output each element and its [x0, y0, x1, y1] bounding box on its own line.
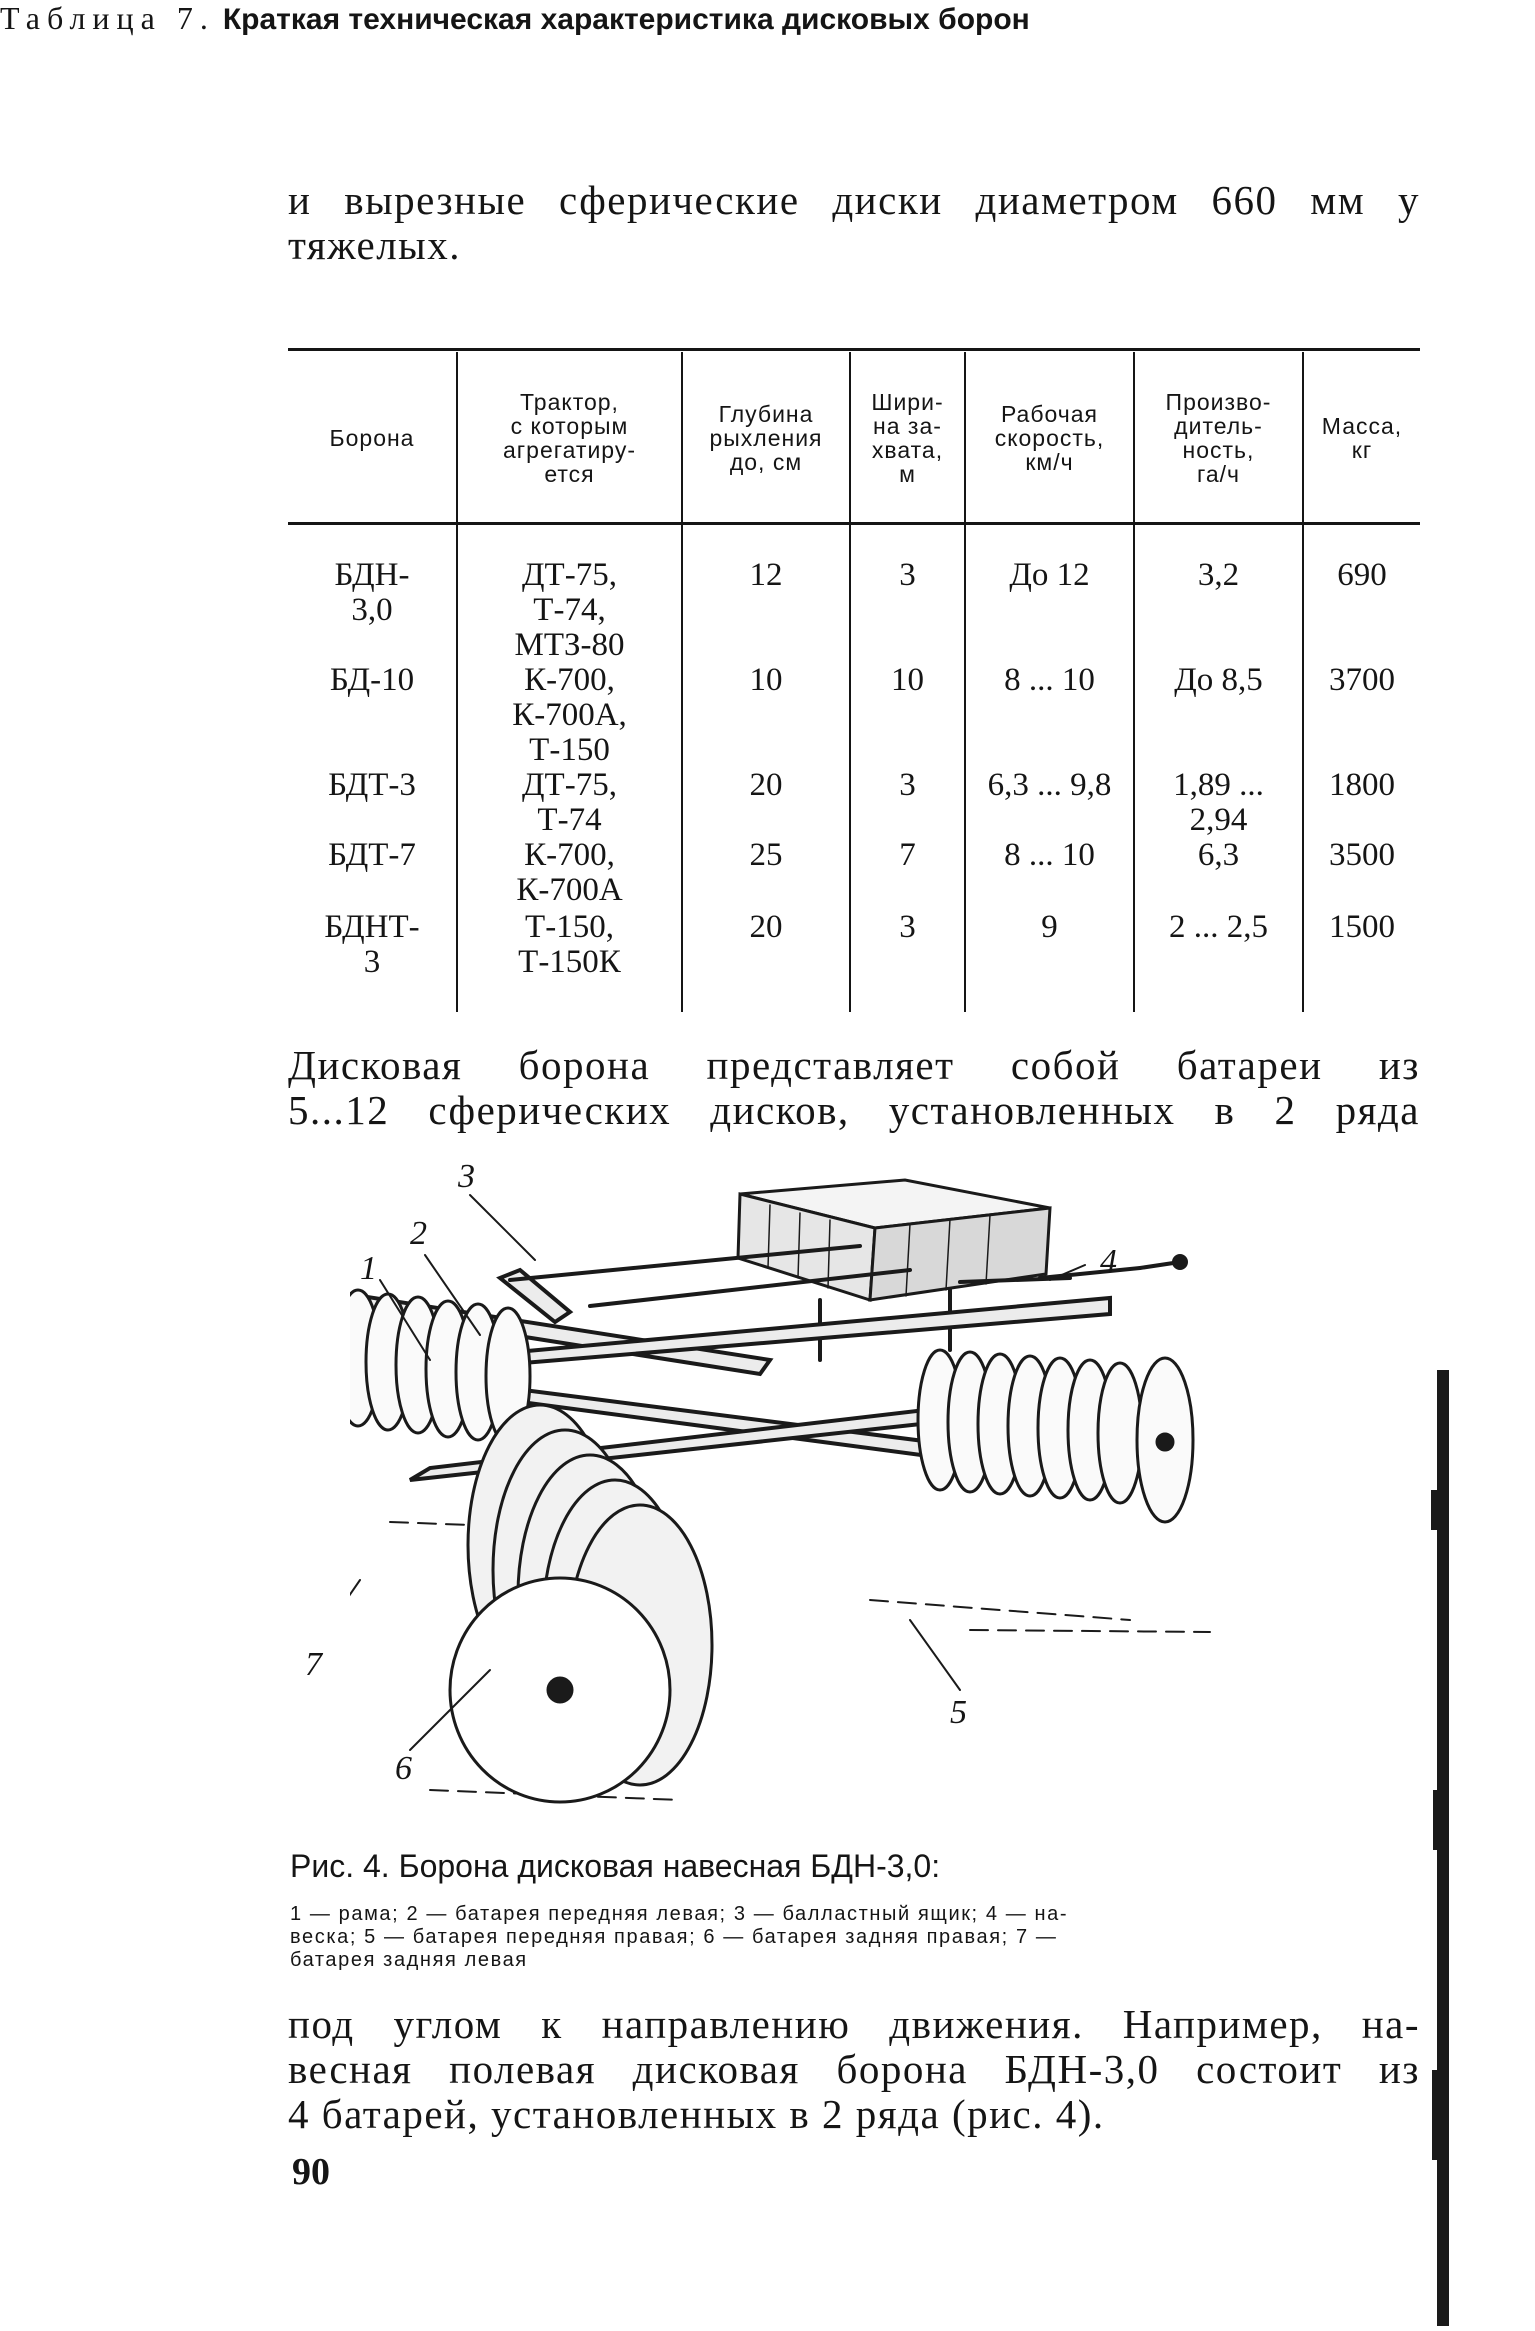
- harrow-illustration: 1 2 3 4 5 6 7: [284, 1150, 1350, 1840]
- cell-depth: 12: [749, 557, 783, 593]
- cell-mass: 690: [1337, 557, 1387, 593]
- column-divider: [681, 352, 683, 1012]
- cell-speed: 8 ... 10: [1004, 837, 1095, 873]
- callout-label: 4: [1100, 1243, 1117, 1280]
- legend-line: батарея задняя левая: [290, 1949, 528, 1971]
- figure-title: Рис. 4. Борона дисковая навесная БДН-3,0…: [290, 1848, 941, 1884]
- harrow-drawing: [284, 1178, 1211, 1804]
- cell-harrow: БД-10: [329, 662, 415, 698]
- header-mass: Масса,кг: [1321, 413, 1403, 463]
- callout-label: 1: [360, 1250, 377, 1287]
- cell-mass: 3500: [1329, 837, 1395, 873]
- cell-depth: 20: [749, 909, 783, 945]
- cell-productivity: До 8,5: [1174, 662, 1263, 698]
- paragraph-line: тяжелых.: [288, 222, 461, 268]
- table-caption-lead: Таблица 7.: [0, 0, 215, 36]
- column-divider: [1133, 352, 1135, 1012]
- table-caption: Таблица 7. Краткая техническая характери…: [0, 0, 1132, 37]
- cell-mass: 1800: [1329, 767, 1395, 803]
- callout-label: 5: [950, 1694, 967, 1731]
- disc-battery-left: [304, 1285, 532, 1446]
- callout-label: 3: [458, 1158, 475, 1195]
- cell-harrow: БДН-3,0: [334, 557, 410, 628]
- paragraph-line: и вырезные сферические диски диаметром 6…: [288, 177, 1420, 223]
- legend-line: 1 — рама; 2 — батарея передняя левая; 3 …: [290, 1903, 1069, 1925]
- cell-harrow: БДТ-7: [328, 837, 416, 873]
- cell-depth: 10: [749, 662, 783, 698]
- table-top-rule: [288, 348, 1420, 351]
- page-number: 90: [292, 2151, 330, 2193]
- cell-speed: 6,3 ... 9,8: [987, 767, 1112, 803]
- cell-tractor: Т-150,Т-150К: [518, 909, 621, 980]
- column-divider: [964, 352, 966, 1012]
- callout-label: 6: [395, 1750, 412, 1787]
- column-divider: [849, 352, 851, 1012]
- cell-mass: 1500: [1329, 909, 1395, 945]
- cell-productivity: 2 ... 2,5: [1169, 909, 1268, 945]
- cell-harrow: БДТ-3: [328, 767, 416, 803]
- column-divider: [456, 352, 458, 1012]
- bottom-paragraph: под углом к направлению движения. Наприм…: [288, 2002, 1420, 2137]
- top-paragraph: и вырезные сферические диски диаметром 6…: [288, 178, 1420, 268]
- cell-tractor: ДТ-75,Т-74,МТЗ-80: [514, 557, 625, 663]
- legend-line: веска; 5 — батарея передняя правая; 6 — …: [290, 1926, 1058, 1948]
- column-divider: [1302, 352, 1304, 1012]
- cell-speed: 9: [1041, 909, 1058, 945]
- cell-width: 3: [899, 557, 916, 593]
- cell-width: 10: [891, 662, 924, 698]
- figure-caption: Рис. 4. Борона дисковая навесная БДН-3,0…: [290, 1848, 1420, 1972]
- cell-mass: 3700: [1329, 662, 1395, 698]
- cell-productivity: 3,2: [1197, 557, 1240, 593]
- cell-depth: 25: [749, 837, 783, 873]
- callout-label: 2: [410, 1215, 427, 1252]
- table-caption-text: Краткая техническая характеристика диско…: [222, 3, 1030, 36]
- paragraph-line: Дисковая борона представляет собой батар…: [288, 1042, 1420, 1088]
- cell-speed: До 12: [1009, 557, 1090, 593]
- paragraph-line: под углом к направлению движения. Наприм…: [288, 2001, 1420, 2047]
- figure-legend: 1 — рама; 2 — батарея передняя левая; 3 …: [290, 1903, 1420, 1972]
- cell-productivity: 1,89 ...2,94: [1173, 767, 1264, 838]
- cell-harrow: БДНТ-3: [324, 909, 420, 980]
- header-width: Шири-на за-хвата,м: [871, 389, 944, 487]
- cell-tractor: К-700,К-700А: [516, 837, 623, 908]
- disc-battery-rear: [448, 1403, 714, 1804]
- disc-battery-right: [916, 1348, 1195, 1524]
- cell-depth: 20: [749, 767, 783, 803]
- header-harrow: Борона: [329, 425, 415, 451]
- scan-edge-shadow: [1429, 1370, 1449, 2326]
- table-header-rule: [288, 522, 1420, 525]
- callout-label: 7: [305, 1646, 322, 1683]
- cell-tractor: ДТ-75,Т-74: [522, 767, 617, 838]
- callout-leaders: [314, 1194, 1086, 1751]
- cell-width: 3: [899, 909, 916, 945]
- cell-speed: 8 ... 10: [1004, 662, 1095, 698]
- paragraph-line: 5...12 сферических дисков, установленных…: [288, 1087, 1420, 1133]
- cell-productivity: 6,3: [1197, 837, 1240, 873]
- ballast-box: [736, 1178, 1052, 1362]
- header-productivity: Произво-дитель-ность,га/ч: [1165, 389, 1272, 487]
- middle-paragraph: Дисковая борона представляет собой батар…: [288, 1043, 1420, 1133]
- cell-width: 7: [899, 837, 916, 873]
- cell-width: 3: [899, 767, 916, 803]
- paragraph-line: весная полевая дисковая борона БДН-3,0 с…: [288, 2046, 1420, 2092]
- paragraph-line: 4 батарей, установленных в 2 ряда (рис. …: [288, 2091, 1105, 2137]
- cell-tractor: К-700,К-700А,Т-150: [512, 662, 627, 768]
